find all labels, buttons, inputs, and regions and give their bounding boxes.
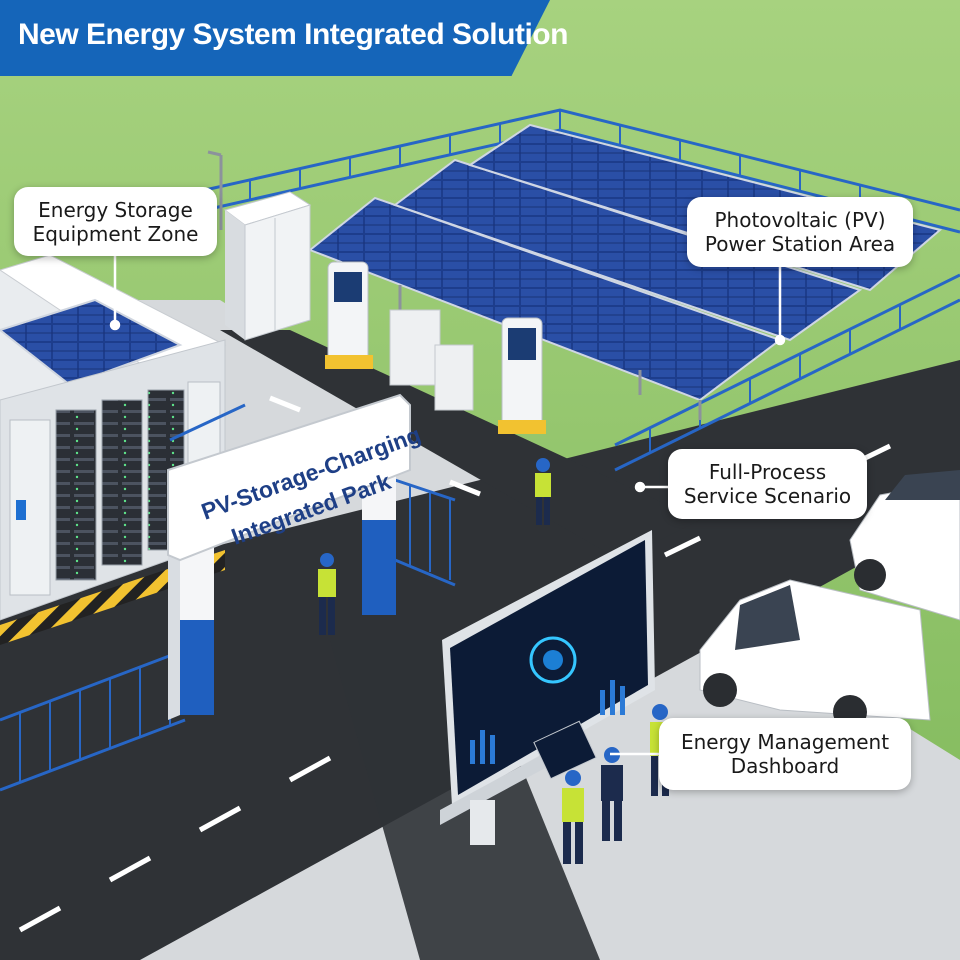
callout-line: Energy Management: [680, 730, 890, 754]
dashboard-screen: [440, 530, 655, 845]
park-gate: [167, 393, 411, 720]
banner-title: New Energy System Integrated Solution: [18, 18, 568, 51]
title-banner: [0, 0, 550, 76]
callout-line: Energy Storage: [38, 197, 193, 222]
street-lamp: [207, 150, 223, 230]
charging-stations: [325, 261, 546, 434]
white-vans: [699, 470, 960, 729]
pv-fence-posts: [249, 110, 901, 453]
callout-line: Photovoltaic (PV): [714, 208, 886, 232]
callout-line: Service Scenario: [683, 484, 852, 508]
callout-line: Dashboard: [730, 754, 840, 778]
callout-line: Power Station Area: [704, 232, 896, 256]
road-side: [220, 330, 700, 560]
callout-leaders: [109, 256, 786, 756]
callout-line: Equipment Zone: [32, 221, 199, 246]
callout-pv-station: Photovoltaic (PV) Power Station Area: [687, 197, 913, 267]
callout-service-scenario: Full-Process Service Scenario: [668, 449, 867, 519]
callout-energy-dashboard: Energy Management Dashboard: [659, 718, 911, 790]
callout-energy-storage: Energy Storage Equipment Zone: [14, 187, 217, 256]
equipment-cabinet: [223, 191, 474, 411]
callout-line: Full-Process: [708, 460, 827, 484]
entrance-fence: [0, 403, 456, 792]
